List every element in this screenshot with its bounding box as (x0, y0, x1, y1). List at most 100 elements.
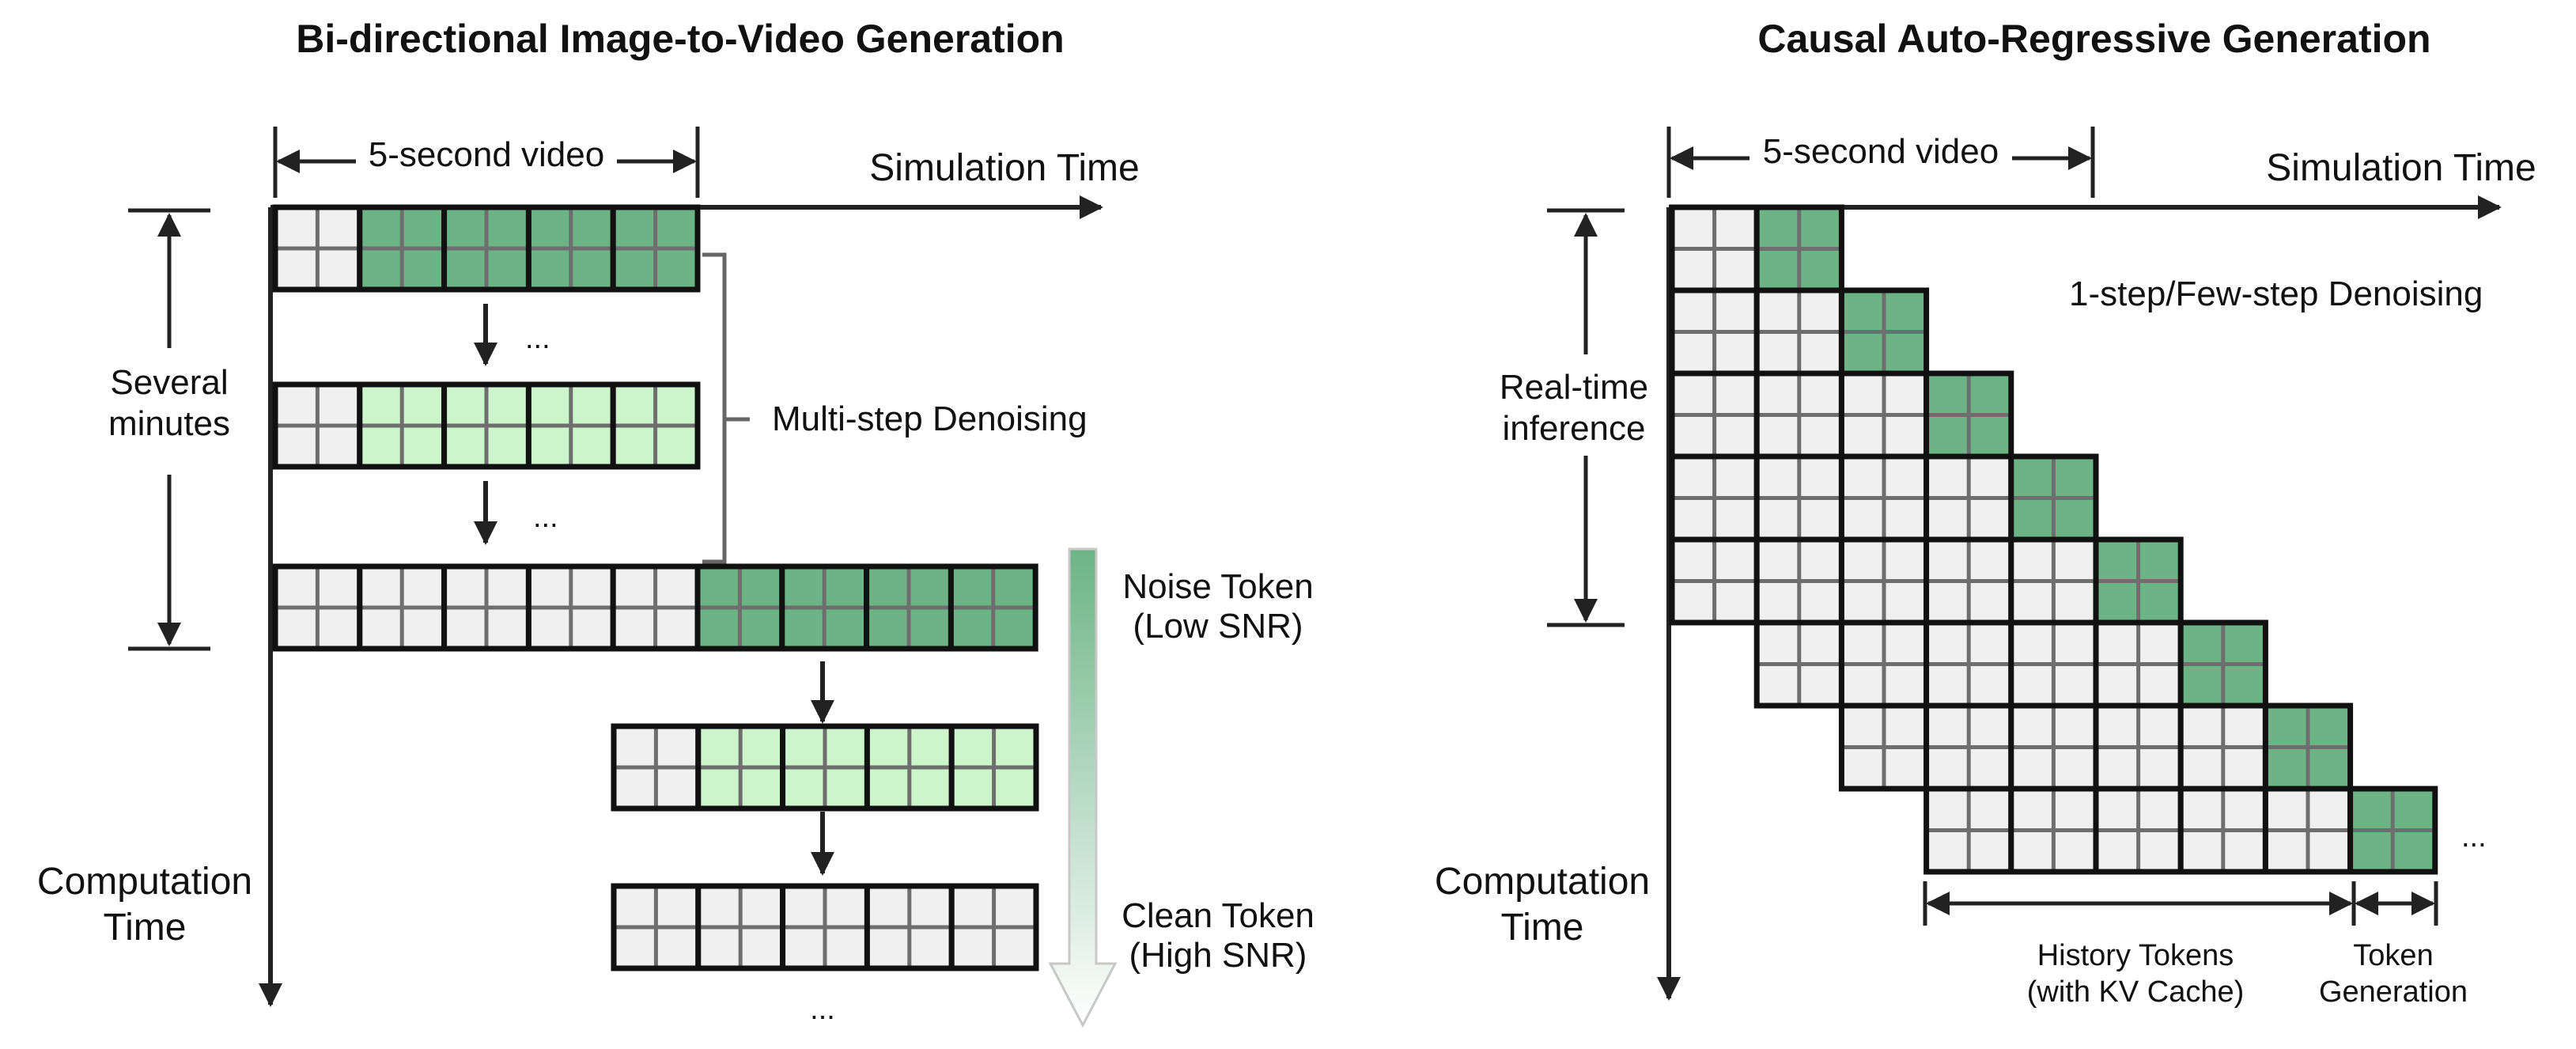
right-sim-time-label: Simulation Time (2266, 147, 2536, 189)
history-token (1923, 453, 2014, 543)
noise-token (779, 563, 870, 652)
history-token (1838, 453, 1930, 543)
generated-token (2347, 786, 2438, 875)
right-title: Causal Auto-Regressive Generation (1757, 17, 2430, 61)
left-span-label-2: minutes (108, 404, 230, 443)
history-token (1923, 536, 2014, 626)
clean-token (611, 883, 702, 971)
left-video-label: 5-second video (369, 135, 604, 174)
right-token-row (1669, 370, 2014, 460)
legend-noise-2: (Low SNR) (1133, 607, 1303, 646)
right-panel: Causal Auto-Regressive Generation 5-seco… (1435, 17, 2536, 1009)
generated-token (1838, 287, 1930, 377)
history-token (2008, 619, 2099, 709)
generated-token (2093, 536, 2184, 626)
noise-token (357, 381, 448, 470)
left-token-rows (272, 204, 1039, 971)
left-panel: Bi-directional Image-to-Video Generation… (37, 17, 1314, 1028)
noise-token (610, 204, 701, 293)
history-token (2177, 702, 2268, 792)
history-token (2177, 786, 2268, 875)
history-token (2093, 619, 2184, 709)
snr-gradient-arrow (1048, 547, 1118, 1028)
right-ellipsis: ... (2461, 820, 2487, 854)
right-span-label-2: inference (1502, 409, 1645, 448)
clean-token (864, 883, 955, 971)
generation-label-1: Token (2353, 939, 2433, 972)
left-comp-time-label-2: Time (104, 907, 187, 949)
left-denoise-label: Multi-step Denoising (772, 400, 1088, 438)
left-sim-time-label: Simulation Time (869, 147, 1139, 189)
noise-token (525, 204, 616, 293)
history-token (1838, 619, 1930, 709)
clean-token (441, 563, 531, 652)
history-token (1669, 204, 1760, 293)
history-token (1669, 536, 1760, 626)
noise-token (695, 723, 786, 812)
clean-token (525, 563, 616, 652)
clean-token (695, 883, 786, 971)
clean-token (272, 204, 363, 293)
noise-token (694, 563, 785, 652)
right-token-row (1669, 536, 2184, 626)
left-token-row (272, 381, 701, 470)
history-token (2262, 786, 2354, 875)
history-token (1669, 287, 1760, 377)
left-ellipsis-1: ... (525, 322, 550, 355)
clean-token (610, 563, 701, 652)
right-denoise-label: 1-step/Few-step Denoising (2069, 275, 2483, 313)
generated-token (1923, 370, 2014, 460)
generation-label-2: Generation (2319, 975, 2468, 1009)
left-ellipsis-3: ... (810, 993, 835, 1026)
right-video-label: 5-second video (1763, 132, 1999, 171)
history-token (2093, 702, 2184, 792)
noise-token (441, 204, 531, 293)
clean-token (272, 381, 363, 470)
noise-token (610, 381, 701, 470)
left-token-row (272, 204, 701, 293)
history-token (2008, 786, 2099, 875)
right-comp-time-label-2: Time (1501, 907, 1584, 949)
history-token (1669, 370, 1760, 460)
right-token-row (1669, 453, 2099, 543)
history-token (2008, 536, 2099, 626)
history-token (1923, 619, 2014, 709)
history-label-1: History Tokens (2037, 939, 2234, 972)
history-token (1838, 702, 1930, 792)
noise-token (357, 204, 448, 293)
right-token-row (1923, 786, 2438, 875)
history-token (1753, 370, 1844, 460)
right-token-staircase (1669, 204, 2438, 875)
left-token-row (611, 723, 1039, 812)
right-token-row (1838, 702, 2354, 792)
noise-token (441, 381, 531, 470)
noise-token (864, 563, 954, 652)
denoise-bracket (702, 252, 727, 564)
history-token (1753, 453, 1844, 543)
generated-token (2008, 453, 2099, 543)
history-token (1753, 536, 1844, 626)
history-token (1753, 619, 1844, 709)
history-token (2093, 786, 2184, 875)
noise-token (948, 563, 1038, 652)
right-span-label-1: Real-time (1500, 368, 1648, 407)
history-token (1669, 453, 1760, 543)
history-token (2008, 702, 2099, 792)
clean-token (780, 883, 870, 971)
clean-token (948, 883, 1039, 971)
generated-token (2262, 702, 2354, 792)
history-token (1923, 786, 2014, 875)
left-token-row (611, 883, 1039, 971)
history-token (1838, 536, 1930, 626)
noise-token (525, 381, 616, 470)
generated-token (1753, 204, 1844, 293)
history-token (1923, 702, 2014, 792)
right-token-row (1669, 204, 1844, 293)
left-title: Bi-directional Image-to-Video Generation (296, 17, 1064, 61)
right-token-row (1669, 287, 1930, 377)
generated-token (2177, 619, 2268, 709)
left-comp-time-label-1: Computation (37, 861, 252, 903)
noise-token (780, 723, 870, 812)
